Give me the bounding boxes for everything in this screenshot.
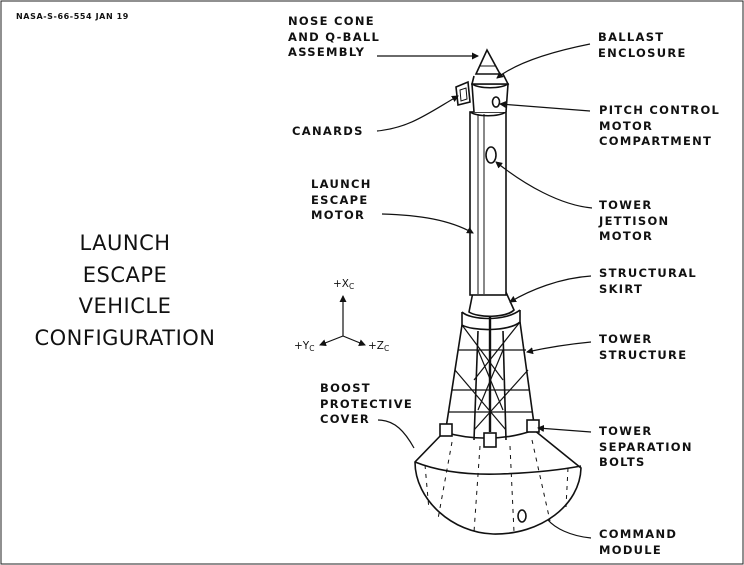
coordinate-axes — [319, 295, 366, 347]
boost-protective-cover-label: BOOST PROTECTIVE COVER — [320, 381, 414, 426]
canards-label: CANARDS — [292, 124, 364, 138]
nose-cone-label: NOSE CONE AND Q-BALL ASSEMBLY — [288, 14, 381, 59]
x-axis-label: +XC — [333, 278, 355, 291]
command-module-leader — [547, 519, 592, 539]
tower-jettison-leader — [495, 161, 593, 209]
structural-skirt-label: STRUCTURAL SKIRT — [599, 266, 698, 296]
tower-separation-leader — [537, 424, 592, 433]
command-module-label: COMMAND MODULE — [599, 527, 678, 557]
tower-separation-label: TOWER SEPARATION BOLTS — [599, 424, 693, 469]
boost-protective-cover-leader — [377, 419, 415, 449]
z-axis-label: +ZC — [368, 340, 390, 353]
pitch-control-label: PITCH CONTROL MOTOR COMPARTMENT — [599, 103, 721, 148]
title-line: LAUNCH — [79, 231, 171, 255]
title-line: ESCAPE — [82, 262, 168, 287]
tower-structure-shape — [439, 309, 540, 448]
title-line: CONFIGURATION — [34, 325, 216, 350]
ballast-enclosure-leader — [496, 43, 591, 79]
pitch-control-leader — [499, 100, 591, 112]
launch-escape-motor-label: LAUNCH ESCAPE MOTOR — [311, 177, 372, 222]
tower-structure-label: TOWER STRUCTURE — [599, 332, 688, 362]
y-axis-label: +YC — [294, 340, 315, 353]
canards-leader — [376, 95, 459, 132]
launch-escape-motor-shape — [468, 111, 515, 318]
tower-structure-leader — [526, 341, 592, 355]
command-module-shape — [414, 429, 582, 535]
launch-escape-motor-leader — [381, 213, 474, 234]
tower-jettison-label: TOWER JETTISON MOTOR — [599, 198, 670, 243]
structural-skirt-leader — [509, 275, 592, 303]
leader-lines — [376, 43, 593, 539]
document-id: NASA-S-66-554 JAN 19 — [16, 12, 129, 21]
title-line: VEHICLE — [78, 294, 172, 318]
diagram-title: LAUNCH ESCAPE VEHICLE CONFIGURATION — [0, 228, 250, 354]
nose-assembly-shape — [455, 48, 510, 113]
ballast-enclosure-label: BALLAST ENCLOSURE — [598, 30, 687, 60]
